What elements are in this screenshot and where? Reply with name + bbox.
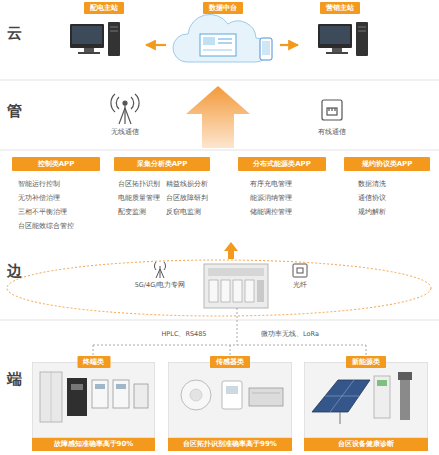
fiber-icon [293, 264, 307, 277]
station-box: 营销主站 [298, 2, 382, 72]
item-label: 电能质量管理 [118, 194, 160, 203]
metric-bar: 台区拓扑识别准确率高于99% [168, 438, 292, 451]
app-title: 控制类APP [12, 157, 100, 171]
layer-title: 端 [7, 370, 22, 389]
sensor-devices [181, 380, 283, 410]
group-title: 终端类 [77, 356, 110, 368]
item-label: 智能运行控制 [18, 180, 60, 189]
item-label: 无功补偿治理 [18, 194, 60, 203]
item-label: 精益线损分析 [166, 180, 208, 189]
device-panel [32, 362, 155, 438]
group-title: 营销主站 [320, 2, 360, 14]
uplink-arrow [224, 242, 238, 259]
item-label: 反窃电监测 [166, 208, 201, 217]
app-box: 采集分析类APP [114, 157, 210, 171]
item-label: 有序充电管理 [250, 180, 292, 189]
item-label: 微功率无线、LoRa [261, 330, 319, 339]
app-box: 规约协议类APP [344, 157, 430, 171]
uplink-arrow [186, 86, 250, 148]
terminal-devices [40, 372, 148, 422]
item-label: 三相不平衡治理 [18, 208, 67, 217]
group-title: 配电主站 [84, 2, 124, 14]
device-panel [168, 362, 292, 438]
edge-band [7, 260, 431, 316]
item-label: 能源消纳管理 [250, 194, 292, 203]
app-title: 采集分析类APP [114, 157, 210, 171]
layer-title: 云 [7, 24, 22, 43]
computer-icon [70, 22, 120, 56]
item-label: HPLC、RS485 [161, 330, 206, 339]
item-label: 储能调控管理 [250, 208, 292, 217]
item-label: 台区拓扑识别 [118, 180, 160, 189]
item-label: 配变监测 [118, 208, 146, 217]
app-title: 规约协议类APP [344, 157, 430, 171]
item-label: 光纤 [293, 281, 307, 290]
device-group: 传感器类台区拓扑识别准确率高于99% [168, 356, 292, 451]
item-label: 规约解析 [358, 208, 386, 217]
device-group: 终端类故障感知准确率高于90% [32, 356, 155, 451]
group-title: 数据中台 [203, 2, 243, 14]
cloud-icon [173, 14, 272, 62]
item-label: 通信协议 [358, 194, 386, 203]
item-label: 5G/4G/电力专网 [135, 281, 186, 290]
device-panel [304, 362, 428, 438]
separator [0, 150, 439, 151]
antenna-icon [154, 262, 165, 278]
device-group: 新能源类台区设备健康诊断 [304, 356, 428, 451]
item-label: 数据清洗 [358, 180, 386, 189]
item-label: 台区能效综合管控 [18, 222, 74, 231]
router-icon [322, 100, 342, 120]
station-box: 配电主站 [62, 2, 146, 72]
layer-title: 管 [7, 102, 22, 121]
metric-bar: 台区设备健康诊断 [304, 438, 428, 451]
computer-icon [318, 22, 368, 56]
metric-bar: 故障感知准确率高于90% [32, 438, 155, 451]
item-label: 台区故障研判 [166, 194, 208, 203]
group-title: 传感器类 [210, 356, 250, 368]
item-label: 无线通信 [111, 128, 139, 137]
station-box: 数据中台 [166, 2, 280, 72]
antenna-icon [111, 94, 139, 124]
edge-device [204, 264, 268, 308]
separator [0, 320, 439, 321]
item-label: 有线通信 [318, 128, 346, 137]
new-energy-devices [312, 372, 412, 424]
layer-title: 边 [7, 262, 22, 281]
data-flow-arrow [280, 44, 298, 46]
app-title: 分布式能源类APP [238, 157, 326, 171]
bus-wire [93, 308, 366, 357]
separator [0, 80, 439, 81]
app-box: 分布式能源类APP [238, 157, 326, 171]
app-box: 控制类APP [12, 157, 100, 171]
group-title: 新能源类 [346, 356, 386, 368]
data-flow-arrow [146, 44, 166, 46]
